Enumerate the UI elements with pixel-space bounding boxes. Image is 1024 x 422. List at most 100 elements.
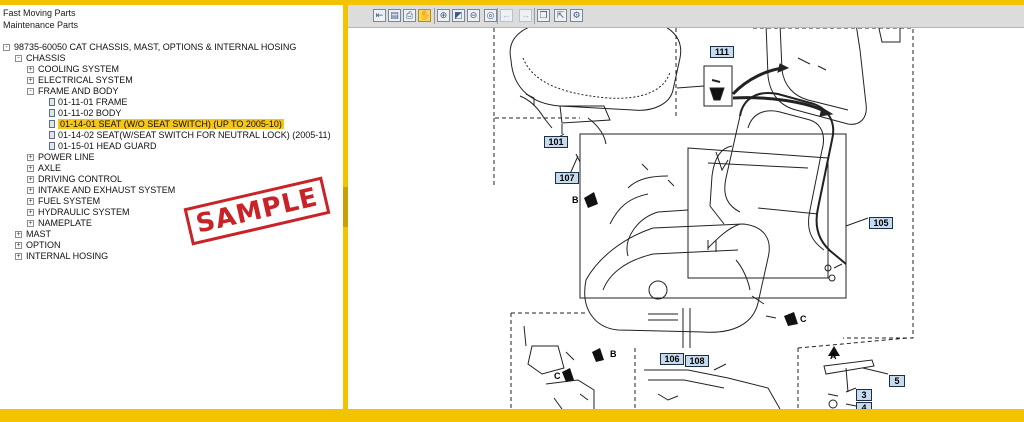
tree-node-seat-with-switch[interactable]: 01-14-02 SEAT(W/SEAT SWITCH FOR NEUTRAL … [49,130,331,140]
tree-node-mast[interactable]: + MAST [15,229,51,239]
expand-icon[interactable]: + [27,76,34,84]
expand-icon[interactable]: + [15,252,22,260]
collapse-icon[interactable]: - [3,43,10,51]
dashed-frame-right [753,28,914,339]
first-page-icon[interactable]: ⇤ [373,9,386,22]
export-icon[interactable]: ⇱ [554,9,567,22]
collapse-icon[interactable]: - [15,54,22,62]
tree-node-driving-control[interactable]: + DRIVING CONTROL [27,174,122,184]
back-icon[interactable]: ← [500,9,513,22]
callout-5[interactable]: 5 [889,375,905,387]
callout-108[interactable]: 108 [685,355,709,367]
zoom-out-icon[interactable]: ⊖ [467,9,480,22]
tree-node-label: MAST [26,229,52,239]
tree-node-label: ELECTRICAL SYSTEM [38,75,133,85]
tree-node-root-chassis-mast[interactable]: -98735-60050 CAT CHASSIS, MAST, OPTIONS … [3,42,296,52]
tree-node-intake-exhaust[interactable]: + INTAKE AND EXHAUST SYSTEM [27,185,175,195]
expand-icon[interactable]: + [27,219,34,227]
expand-icon[interactable]: + [27,65,34,73]
letter-b-2: B [610,349,617,359]
letter-c-2: C [554,371,561,381]
tree-node-label: FRAME AND BODY [38,86,119,96]
seat-frame-box [579,133,847,299]
dashed-frame-top-left [493,28,580,119]
tree-node-seat-without-switch[interactable]: 01-14-01 SEAT (W/O SEAT SWITCH) (UP TO 2… [49,119,284,129]
expand-icon[interactable]: + [27,197,34,205]
expand-icon[interactable]: + [15,241,22,249]
tree-node-axle[interactable]: +AXLE [27,163,61,173]
tree-node-label: HYDRAULIC SYSTEM [38,207,130,217]
tree-node-internal-hosing[interactable]: +INTERNAL HOSING [15,251,108,261]
seat-switch [527,345,565,375]
toolbar-separator [534,8,535,24]
expand-icon[interactable]: + [15,230,22,238]
tree-node-nameplate[interactable]: + NAMEPLATE [27,218,92,228]
callout-105[interactable]: 105 [869,217,893,229]
print-icon[interactable]: ⎙ [403,9,416,22]
tree-node-frame-and-body[interactable]: -FRAME AND BODY [27,86,119,96]
document-icon [49,142,55,150]
letter-c-1: C [800,314,807,324]
tree-node-label: 01-14-01 SEAT (W/O SEAT SWITCH) (UP TO 2… [58,119,284,129]
zoom-in-icon[interactable]: ⊕ [437,9,450,22]
forward-icon[interactable]: → [519,9,532,22]
tree-node-body[interactable]: 01-11-02 BODY [49,108,121,118]
copy-icon[interactable]: ❐ [537,9,550,22]
document-icon [49,109,55,117]
tree-node-label: 01-11-01 FRAME [58,97,128,107]
tree-node-frame[interactable]: 01-11-01 FRAME [49,97,127,107]
tree-node-head-guard[interactable]: 01-15-01 HEAD GUARD [49,141,157,151]
letter-b-1: B [572,195,579,205]
collapse-icon[interactable]: - [27,87,34,95]
backrest-frame [739,92,847,265]
letter-a: A [830,351,837,361]
expand-icon[interactable]: + [27,153,34,161]
callout-106[interactable]: 106 [660,353,684,365]
callout-3[interactable]: 3 [856,389,872,401]
strap-part [823,359,875,375]
tree-node-label: OPTION [26,240,61,250]
seat-cushion-outline [509,28,682,111]
callout-111[interactable]: 111 [710,46,734,58]
seat-rail-base [584,223,770,333]
tree-node-power-line[interactable]: + POWER LINE [27,152,95,162]
settings-icon[interactable]: ⚙ [570,9,583,22]
expand-icon[interactable]: + [27,186,34,194]
pan-icon[interactable]: ✋ [418,9,431,22]
expand-icon[interactable]: + [27,164,34,172]
tree-node-chassis[interactable]: -CHASSIS [15,53,66,63]
tree-node-option[interactable]: + OPTION [15,240,61,250]
splitter-grip[interactable] [343,187,348,227]
toolbar-separator [434,8,435,24]
tree-node-label: NAMEPLATE [38,218,92,228]
callout-107[interactable]: 107 [555,172,579,184]
backrest-panel [765,28,867,125]
tree-node-label: INTAKE AND EXHAUST SYSTEM [38,185,176,195]
tree-node-label: FUEL SYSTEM [38,196,101,206]
expand-icon[interactable]: + [27,208,34,216]
tree-node-cooling-system[interactable]: +COOLING SYSTEM [27,64,119,74]
maintenance-parts-link[interactable]: Maintenance Parts [3,20,79,30]
tree-node-label: CHASSIS [26,53,66,63]
tree-node-label: POWER LINE [38,152,95,162]
diagram-viewer: ⇤▤⎙✋ ⊕◩⊖ ◎← → ❐ ⇱⚙ [348,5,1024,409]
zoom-window-icon[interactable]: ◩ [452,9,465,22]
arrow-to-panel-2 [732,96,827,114]
fast-moving-parts-link[interactable]: Fast Moving Parts [3,8,76,18]
fit-icon[interactable]: ◎ [484,9,497,22]
callout-4[interactable]: 4 [856,402,872,409]
document-icon [49,98,55,106]
callout-101[interactable]: 101 [544,136,568,148]
tree-node-electrical-system[interactable]: + ELECTRICAL SYSTEM [27,75,133,85]
tree-node-label: 98735-60050 CAT CHASSIS, MAST, OPTIONS &… [14,42,297,52]
bottom-accent-bar [0,409,1024,422]
tree-node-hydraulic-system[interactable]: + HYDRAULIC SYSTEM [27,207,130,217]
slide-rail [644,369,781,409]
expand-icon[interactable]: + [27,175,34,183]
tree-node-label: DRIVING CONTROL [38,174,123,184]
tree-node-fuel-system[interactable]: + FUEL SYSTEM [27,196,100,206]
panel-splitter[interactable] [343,5,348,409]
tree-node-label: 01-14-02 SEAT(W/SEAT SWITCH FOR NEUTRAL … [58,130,331,140]
viewer-toolbar: ⇤▤⎙✋ ⊕◩⊖ ◎← → ❐ ⇱⚙ [348,5,1024,28]
prev-page-icon[interactable]: ▤ [388,9,401,22]
